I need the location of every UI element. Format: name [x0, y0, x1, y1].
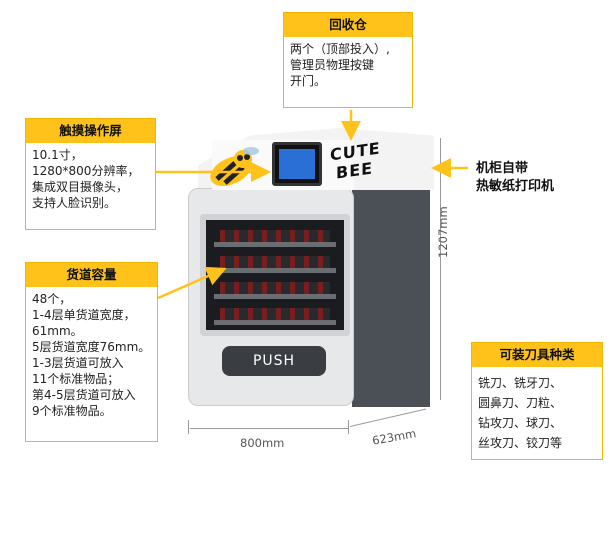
- lane-capacity-line-3: 61mm。: [32, 324, 83, 338]
- dim-width-label: 800mm: [240, 436, 285, 450]
- lane-capacity-line-5: 1-3层货道可放入: [32, 356, 124, 370]
- push-label: PUSH: [252, 353, 296, 369]
- lane-capacity-line-2: 1-4层单货道宽度，: [32, 308, 136, 322]
- push-door: PUSH: [222, 346, 326, 376]
- touch-screen-line-2: 1280*800分辨率，: [32, 164, 140, 178]
- callout-recycle-bin-title: 回收仓: [284, 13, 412, 37]
- lane-capacity-line-1: 48个，: [32, 292, 72, 306]
- touch-screen-display: [272, 142, 322, 186]
- callout-lane-capacity: 货道容量 48个， 1-4层单货道宽度， 61mm。 5层货道宽度76mm。 1…: [25, 262, 158, 442]
- tool-types-line-3: 钻攻刀、球刀、: [478, 416, 563, 430]
- dim-tick-mid: [348, 420, 349, 434]
- recycle-bin-line-2: 管理员物理按键: [290, 58, 375, 72]
- recycle-bin-line-1: 两个（顶部投入）,: [290, 42, 390, 56]
- callout-touch-screen: 触摸操作屏 10.1寸， 1280*800分辨率， 集成双目摄像头， 支持人脸识…: [25, 118, 156, 230]
- dim-line-width: [190, 428, 348, 429]
- tool-types-line-4: 丝攻刀、铰刀等: [478, 436, 563, 450]
- lane-capacity-line-6: 11个标准物品；: [32, 372, 120, 386]
- callout-tool-types-title: 可装刀具种类: [472, 343, 602, 367]
- touch-screen-line-4: 支持人脸识别。: [32, 196, 117, 210]
- tool-types-line-2: 圆鼻刀、刀粒、: [478, 396, 563, 410]
- callout-recycle-bin: 回收仓 两个（顶部投入）, 管理员物理按键 开门。: [283, 12, 413, 108]
- callout-touch-screen-title: 触摸操作屏: [26, 119, 155, 143]
- printer-label: 机柜自带 热敏纸打印机: [476, 160, 554, 196]
- dim-line-height: [440, 138, 441, 400]
- lane-capacity-line-8: 9个标准物品。: [32, 404, 112, 418]
- callout-tool-types: 可装刀具种类 铣刀、铣牙刀、 圆鼻刀、刀粒、 钻攻刀、球刀、 丝攻刀、铰刀等: [471, 342, 603, 460]
- lane-capacity-line-4: 5层货道宽度76mm。: [32, 340, 151, 354]
- touch-screen-line-1: 10.1寸，: [32, 148, 83, 162]
- product-window: [200, 214, 350, 336]
- tool-types-line-1: 铣刀、铣牙刀、: [478, 376, 563, 390]
- printer-line-2: 热敏纸打印机: [476, 179, 555, 194]
- callout-lane-capacity-title: 货道容量: [26, 263, 157, 287]
- lane-capacity-line-7: 第4-5层货道可放入: [32, 388, 136, 402]
- printer-line-1: 机柜自带: [476, 161, 529, 176]
- dim-tick-left: [188, 420, 189, 434]
- recycle-bin-line-3: 开门。: [290, 74, 327, 88]
- touch-screen-line-3: 集成双目摄像头，: [32, 180, 129, 194]
